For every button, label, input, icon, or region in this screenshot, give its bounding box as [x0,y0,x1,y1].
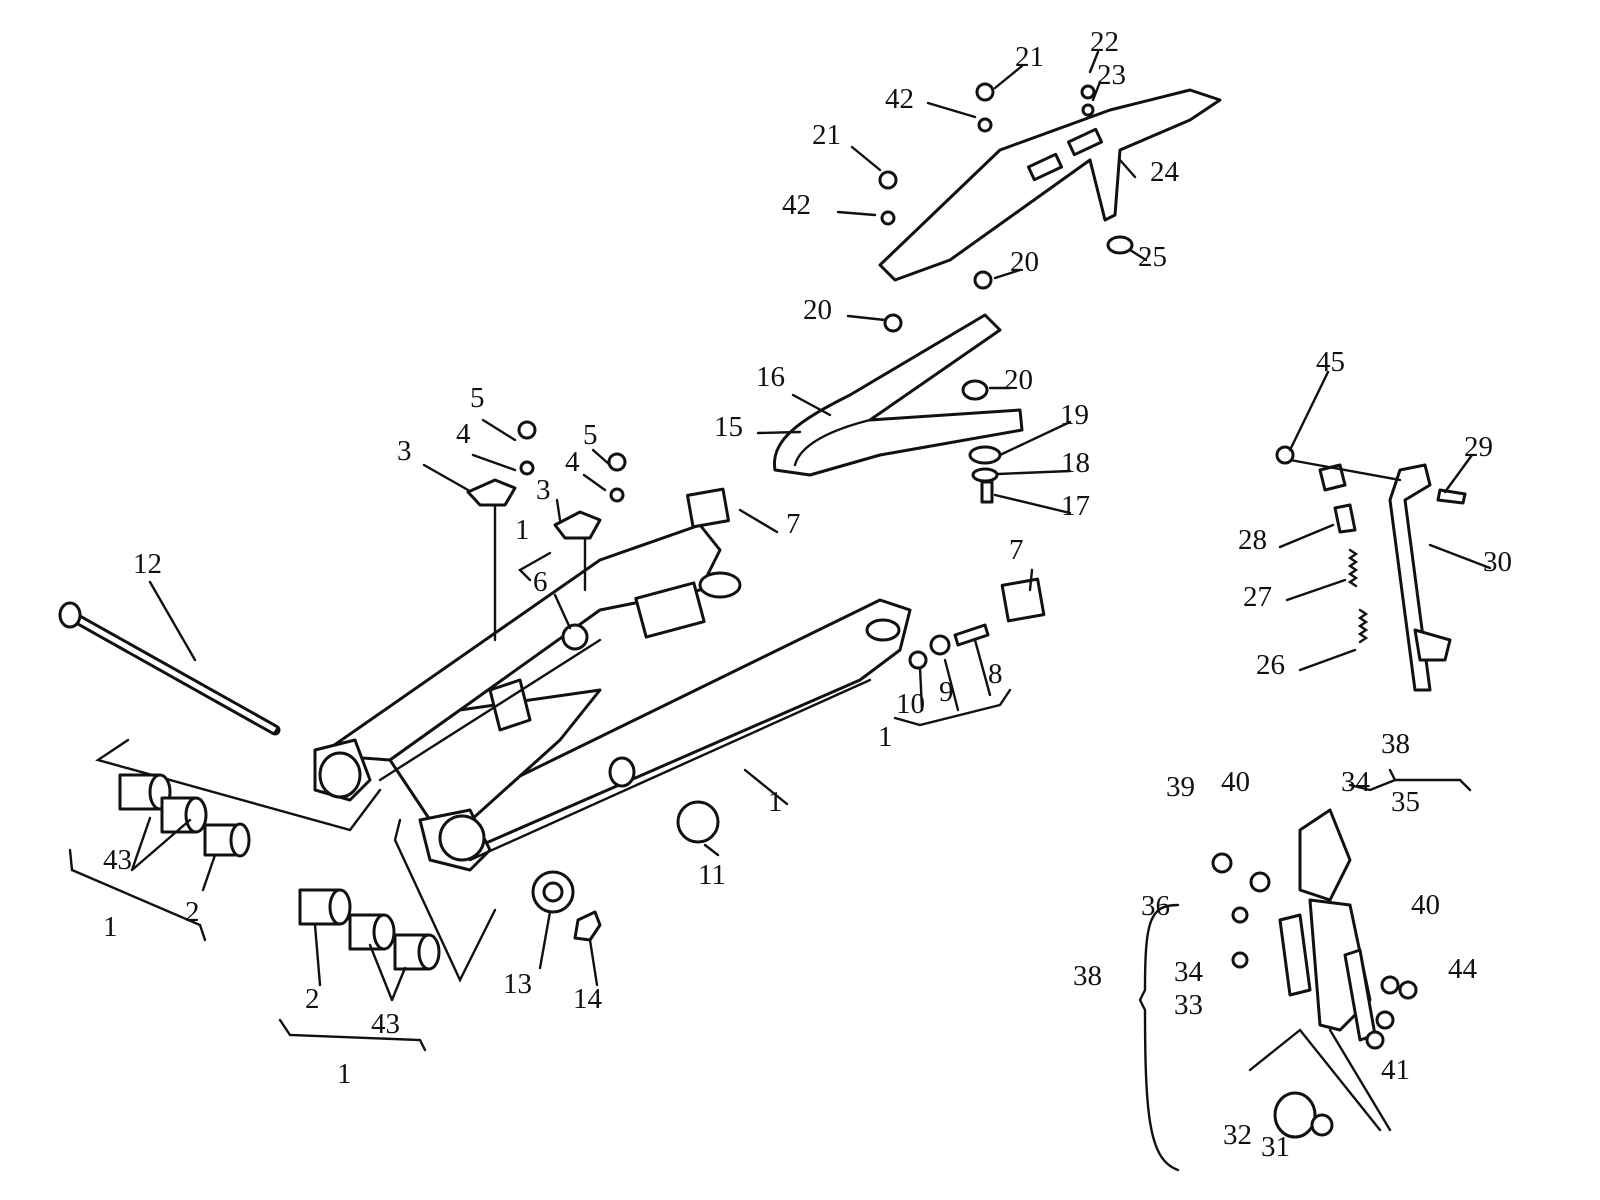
pivot-bushings-right [298,756,720,983]
part-label: 1 [337,1058,352,1090]
part-label: 43 [371,1008,400,1040]
part-label: 25 [1138,241,1167,273]
part-label: 35 [1391,786,1420,818]
part-label: 29 [1464,431,1493,463]
part-label: 12 [133,548,162,580]
swingarm [313,523,912,872]
part-label: 18 [1061,447,1090,479]
part-label: 2 [185,896,200,928]
part-label: 6 [533,566,548,598]
part-label: 2 [305,983,320,1015]
chain-tensioner-assembly [1138,768,1472,1172]
chain-cover [878,82,1222,282]
part-label: 15 [714,411,743,443]
part-label: 24 [1150,156,1180,188]
part-label: 39 [1166,771,1195,803]
part-label: 22 [1090,26,1119,58]
part-label: 42 [885,83,914,115]
part-label: 40 [1221,766,1250,798]
part-label: 3 [397,435,412,467]
chain-slider [772,270,1024,504]
part-label: 23 [1097,59,1126,91]
part-label: 10 [896,688,925,720]
part-label: 17 [1061,490,1090,522]
part-label: 16 [756,361,785,393]
part-label: 38 [1381,728,1410,760]
part-label: 1 [103,911,118,943]
part-label: 7 [1009,534,1024,566]
part-label: 34 [1341,766,1371,798]
part-label: 7 [786,508,801,540]
part-label: 13 [503,968,532,1000]
pivot-bushings-left [95,738,382,858]
part-label: 21 [1015,41,1044,73]
part-label: 45 [1316,346,1345,378]
part-label: 44 [1448,953,1478,985]
part-label: 5 [470,382,485,414]
leader-lines [68,50,1492,1052]
part-label: 5 [583,419,598,451]
part-label: 36 [1141,890,1170,922]
part-label: 3 [536,474,551,506]
part-number-labels: 21 22 23 42 21 42 24 25 20 20 16 20 15 1… [103,26,1512,1163]
part-label: 11 [698,859,726,891]
part-label: 1 [515,514,530,546]
part-label: 40 [1411,889,1440,921]
part-label: 20 [1010,246,1039,278]
part-label: 20 [803,294,832,326]
part-label: 26 [1256,649,1285,681]
part-label: 1 [768,786,783,818]
chain-guide-brackets [466,420,1046,670]
part-label: 33 [1174,989,1203,1021]
part-label: 27 [1243,581,1272,613]
part-label: 42 [782,189,811,221]
part-label: 1 [878,721,893,753]
part-label: 9 [939,676,954,708]
part-label: 4 [456,418,471,450]
part-label: 21 [812,119,841,151]
part-label: 8 [988,658,1003,690]
swingarm-axle [58,601,281,736]
part-label: 20 [1004,364,1033,396]
part-label: 41 [1381,1054,1410,1086]
side-stand [1275,445,1467,692]
part-label: 32 [1223,1119,1252,1151]
part-label: 28 [1238,524,1267,556]
part-label: 14 [573,983,603,1015]
part-label: 43 [103,844,132,876]
part-label: 19 [1060,399,1089,431]
part-label: 34 [1174,956,1204,988]
part-label: 30 [1483,546,1512,578]
part-label: 4 [565,446,580,478]
part-label: 31 [1261,1131,1290,1163]
part-label: 38 [1073,960,1102,992]
